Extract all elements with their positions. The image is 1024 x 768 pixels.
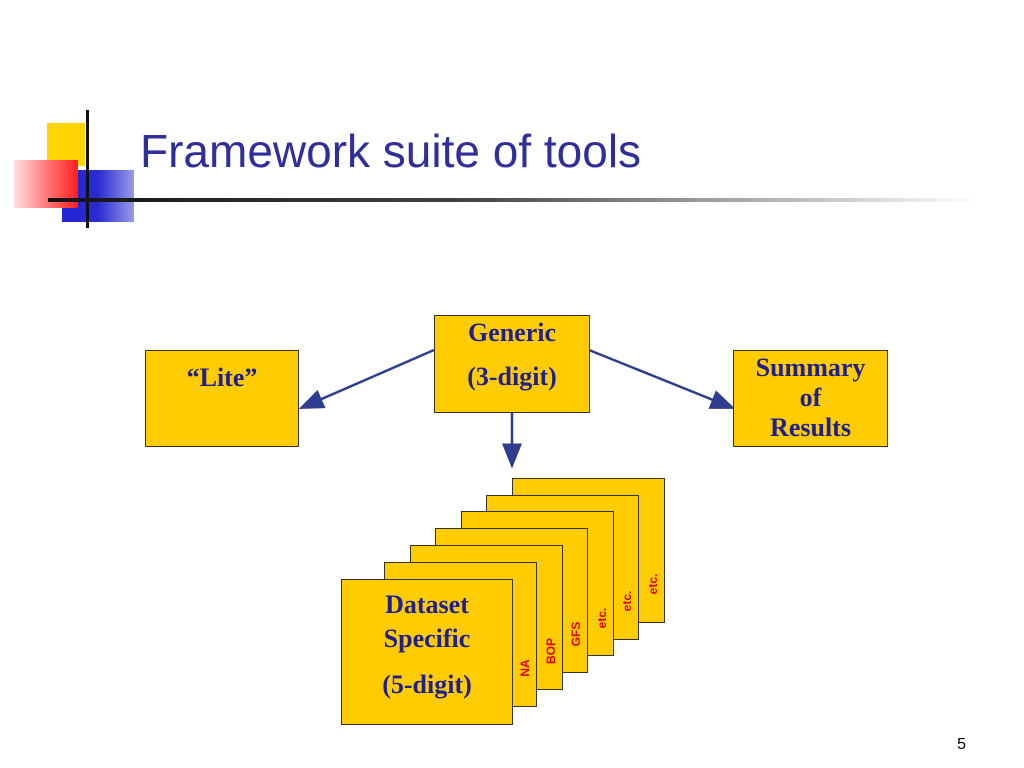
generic-label: Generic — [467, 318, 557, 347]
stack-label-etc-2: etc. — [620, 590, 634, 612]
dataset-line-2: Specific — [383, 624, 471, 653]
stack-label-gfs: GFS — [569, 621, 583, 647]
dataset-line-1: Dataset — [385, 590, 469, 619]
dataset-specific-box: Dataset Specific (5-digit) — [341, 579, 513, 725]
stack-label-bop: BOP — [544, 638, 558, 665]
lite-box: “Lite” — [145, 350, 299, 447]
summary-line-2: of — [799, 383, 822, 412]
lite-label: “Lite” — [186, 363, 258, 392]
deco-horizontal-line — [48, 198, 978, 202]
summary-line-3: Results — [770, 413, 851, 442]
generic-digits: (3-digit) — [467, 362, 557, 391]
arrow-generic-to-summary — [588, 348, 736, 410]
arrow-generic-to-lite — [298, 348, 435, 410]
stack-label-etc-1: etc. — [595, 607, 609, 629]
dataset-line-3: (5-digit) — [382, 670, 472, 699]
generic-box: Generic (3-digit) — [434, 315, 590, 413]
deco-vertical-line — [86, 110, 89, 228]
slide-title: Framework suite of tools — [140, 125, 642, 177]
summary-line-1: Summary — [755, 353, 866, 382]
summary-box: Summary of Results — [733, 350, 888, 447]
deco-yellow-square — [47, 123, 85, 166]
stack-label-na: NA — [518, 659, 532, 677]
page-number: 5 — [957, 736, 966, 753]
stack-label-etc-3: etc. — [646, 573, 660, 595]
